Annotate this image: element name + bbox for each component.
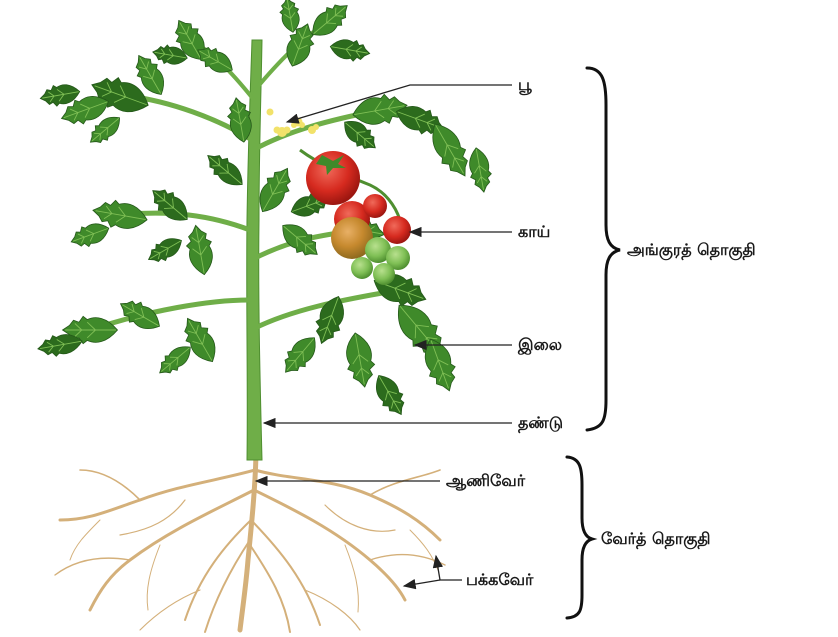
- leaflet: [305, 0, 354, 43]
- lateral-root: [80, 470, 140, 500]
- leaflet: [342, 331, 378, 390]
- lateral-root: [60, 470, 255, 520]
- taproot-label: ஆணிவேர்: [446, 471, 525, 491]
- leaflet: [466, 146, 494, 194]
- leaflet: [328, 36, 371, 64]
- leaflet: [183, 223, 216, 277]
- leaflet: [201, 147, 249, 192]
- lateral-root-pointer-2: [404, 580, 440, 586]
- main-stem: [247, 40, 262, 460]
- fruits-drawing: [300, 150, 411, 285]
- flower: [267, 109, 274, 116]
- leaflet: [115, 294, 166, 337]
- leaves-drawing: [36, 0, 494, 420]
- lateral-root: [140, 590, 200, 630]
- tomato-ripe: [363, 194, 387, 218]
- stem-label: தண்டு: [518, 413, 563, 433]
- leaflet: [369, 370, 412, 421]
- lateral-root-label: பக்கவேர்: [466, 570, 533, 590]
- leaflet: [68, 218, 113, 251]
- leaflet: [275, 217, 324, 264]
- leaf-label: இலை: [518, 335, 562, 355]
- lateral-root: [70, 520, 100, 560]
- tomato-ripe: [383, 216, 411, 244]
- lateral-root: [55, 558, 130, 575]
- flower-label: பூ: [518, 75, 532, 95]
- lateral-root: [345, 545, 358, 612]
- lateral-root: [147, 545, 160, 610]
- tomato-green: [373, 263, 395, 285]
- root-system-label: வேர்த் தொகுதி: [601, 529, 711, 549]
- lateral-root-pointer-1: [436, 556, 462, 580]
- leaflet: [145, 182, 194, 229]
- lateral-root: [370, 470, 440, 495]
- tomato-green: [351, 257, 373, 279]
- leaflet: [277, 330, 324, 379]
- tomato-ripe: [306, 151, 360, 205]
- shoot-system-brace: [587, 68, 620, 430]
- leaflet: [144, 232, 186, 267]
- lateral-root: [305, 590, 360, 630]
- lateral-root: [254, 490, 405, 600]
- branch: [90, 300, 249, 330]
- fruit-label: காய்: [518, 222, 550, 242]
- shoot-system-label: அங்குரத் தொகுதி: [627, 240, 756, 260]
- leaflet: [154, 340, 197, 380]
- root-system-brace: [567, 457, 592, 618]
- lateral-root: [325, 505, 395, 531]
